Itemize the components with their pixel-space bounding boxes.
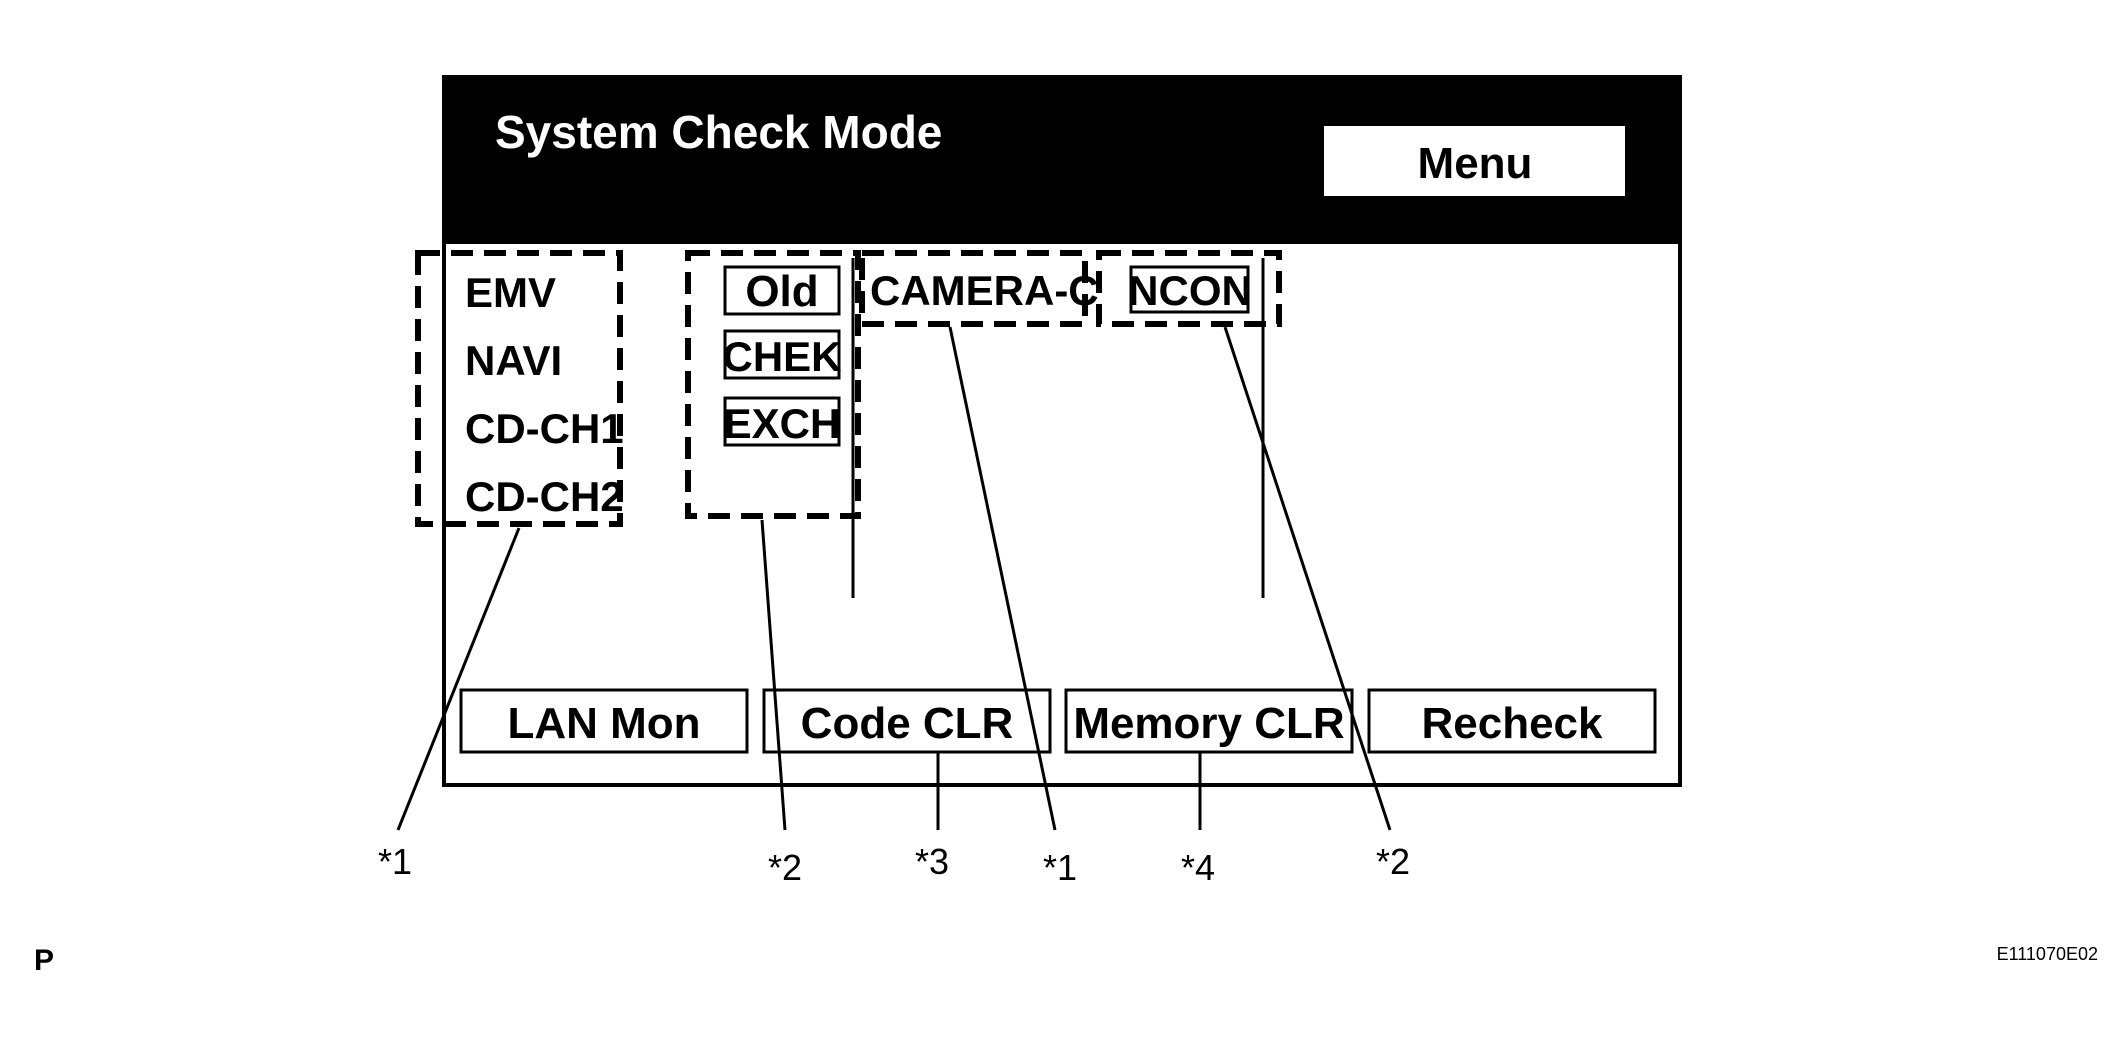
leader-line-1-left bbox=[396, 527, 521, 831]
leader-line-2-right bbox=[1223, 326, 1392, 831]
status-codes: Old CHEK EXCH bbox=[722, 265, 842, 447]
status-old-button[interactable] bbox=[723, 265, 841, 316]
status-chek-label: CHEK bbox=[722, 333, 841, 380]
status-codes-highlight bbox=[685, 250, 861, 519]
callout-1-right: *1 bbox=[1043, 847, 1077, 888]
device-cd-ch1: CD-CH1 bbox=[465, 405, 624, 452]
memory-clr-button[interactable] bbox=[1064, 688, 1354, 754]
device-list: EMV NAVI CD-CH1 CD-CH2 bbox=[465, 269, 624, 520]
callout-1-left: *1 bbox=[378, 841, 412, 882]
menu-button-label: Menu bbox=[1418, 139, 1533, 188]
lan-mon-label: LAN Mon bbox=[507, 699, 700, 748]
screen-title: System Check Mode bbox=[495, 106, 942, 158]
menu-button[interactable] bbox=[1324, 126, 1625, 196]
code-clr-label: Code CLR bbox=[801, 699, 1014, 748]
footer-left-mark: P bbox=[34, 944, 54, 977]
code-clr-button[interactable] bbox=[762, 688, 1052, 754]
lan-mon-button[interactable] bbox=[459, 688, 749, 754]
device-list-highlight bbox=[415, 250, 623, 527]
leader-line-1-right bbox=[948, 326, 1057, 831]
status-chek-button[interactable] bbox=[723, 329, 841, 380]
figure-id: E111070E02 bbox=[1997, 944, 2098, 964]
device-camera-c: CAMERA-C bbox=[870, 267, 1099, 314]
memory-clr-label: Memory CLR bbox=[1073, 699, 1344, 748]
device-cd-ch2: CD-CH2 bbox=[465, 473, 624, 520]
device-navi: NAVI bbox=[465, 337, 562, 384]
ncon-button[interactable] bbox=[1129, 265, 1250, 314]
recheck-label: Recheck bbox=[1421, 699, 1603, 748]
camera-c-highlight bbox=[859, 250, 1088, 327]
callout-3: *3 bbox=[915, 841, 949, 882]
callout-4: *4 bbox=[1181, 847, 1215, 888]
device-emv: EMV bbox=[465, 269, 556, 316]
status-exch-label: EXCH bbox=[724, 400, 841, 447]
callout-2-right: *2 bbox=[1376, 841, 1410, 882]
recheck-button[interactable] bbox=[1367, 688, 1657, 754]
callout-2-left: *2 bbox=[768, 847, 802, 888]
ncon-highlight bbox=[1096, 250, 1282, 327]
leader-line-2-left bbox=[760, 519, 787, 831]
ncon-label: NCON bbox=[1128, 267, 1252, 314]
status-exch-button[interactable] bbox=[723, 396, 841, 447]
status-old-label: Old bbox=[745, 267, 818, 316]
